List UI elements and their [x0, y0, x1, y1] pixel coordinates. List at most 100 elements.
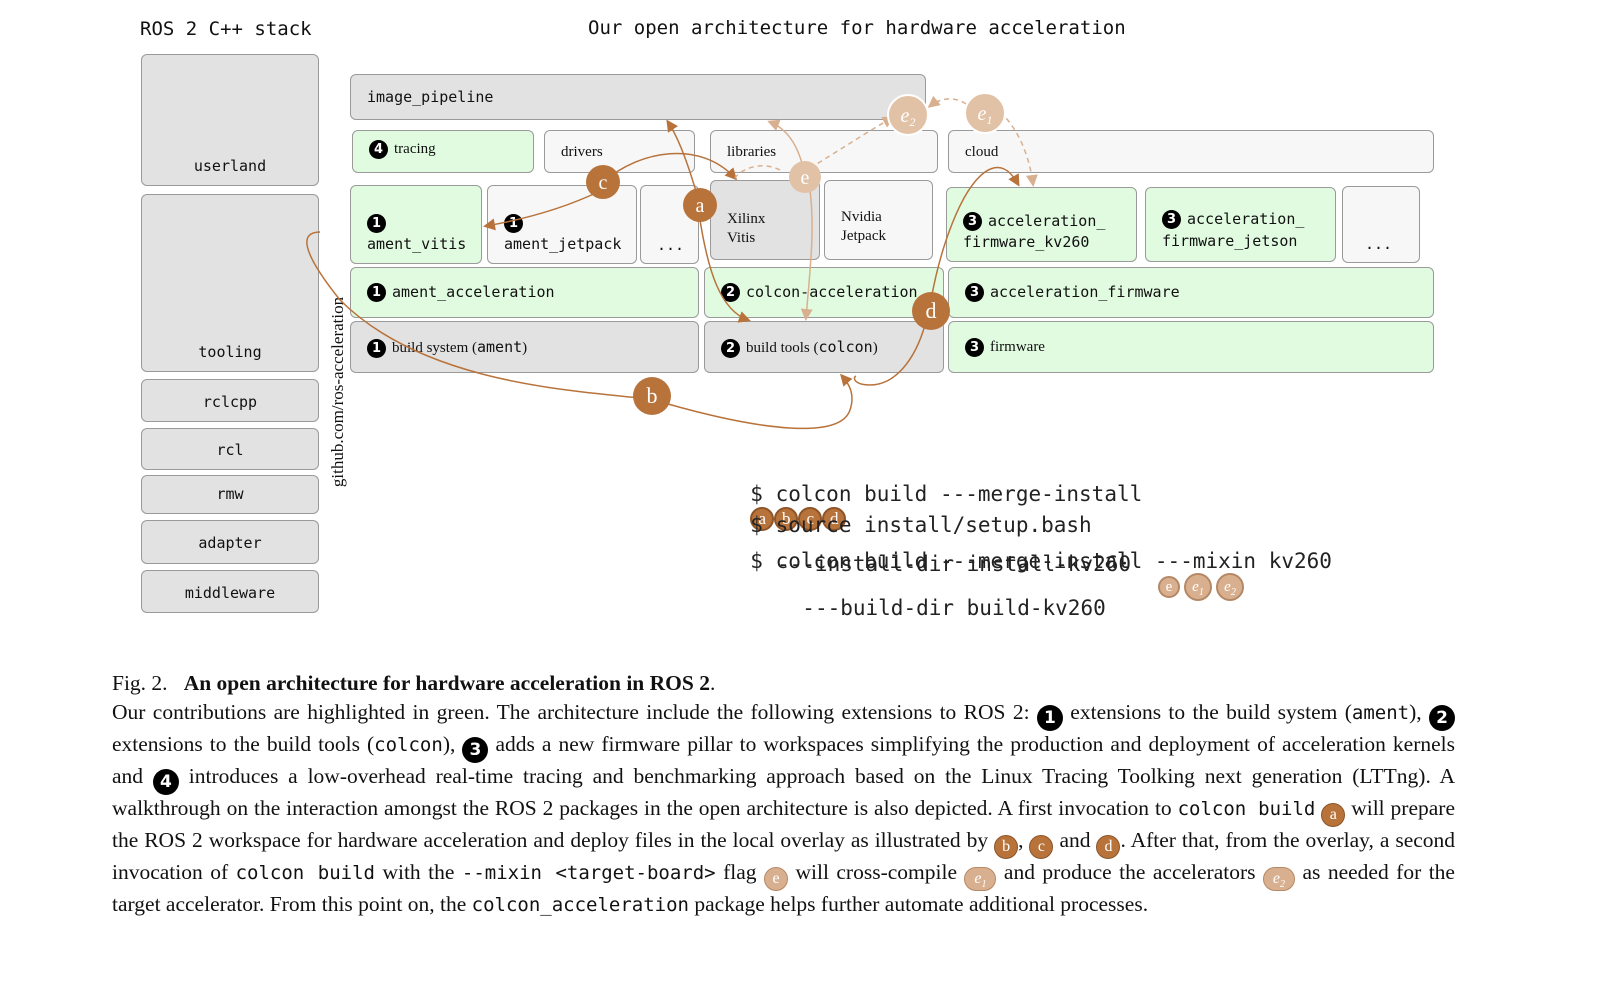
image-pipeline-box: image_pipeline — [350, 74, 926, 120]
number-1-badge-a: 1 — [367, 214, 392, 233]
command-line-3: $ colcon build ---merge-install ---mixin… — [725, 525, 1332, 573]
build-system-text: build system ( — [392, 340, 477, 356]
caption-text: flag — [723, 860, 757, 884]
layer-label: adapter — [198, 534, 262, 552]
layer-label: middleware — [184, 584, 276, 602]
inline-step-c: c — [1029, 835, 1054, 859]
ellipsis-label: ... — [657, 236, 685, 254]
arch-title: Our open architecture for hardware accel… — [588, 17, 1126, 39]
tracing-label: 4 tracing — [369, 140, 436, 159]
command-text: colcon build ---merge-install — [775, 482, 1143, 506]
chip-c: c — [798, 507, 823, 531]
number-1-badge: 1 — [367, 214, 386, 233]
image-pipeline-label: image_pipeline — [367, 88, 494, 106]
fw-kv260-line2: firmware_kv260 — [963, 233, 1090, 251]
fw-jetson-line2: firmware_jetson — [1162, 232, 1298, 250]
fw-kv260-text1: acceleration_ — [988, 212, 1106, 230]
ament-vitis-box: 1 ament_vitis — [350, 185, 482, 264]
command-line-2: $ source install/setup.bash — [725, 489, 1091, 537]
fw-kv260-line1: 3 acceleration_ — [963, 212, 1105, 231]
caption-text: with the — [382, 860, 455, 884]
inline-step-a: a — [1321, 803, 1346, 827]
ellipsis-label: ... — [1365, 235, 1393, 253]
ament-acceleration-text: ament_acceleration — [392, 283, 555, 301]
caption-mono: colcon build — [1177, 798, 1316, 820]
cloud-box: cloud — [948, 130, 1434, 173]
command-text: colcon build ---merge-install ---mixin k… — [775, 549, 1332, 573]
layer-middleware: middleware — [141, 570, 319, 613]
tracing-box: 4 tracing — [352, 130, 534, 173]
caption-text: ), — [442, 732, 456, 756]
chip-d: d — [822, 507, 847, 531]
arrow-b-out — [667, 373, 853, 430]
caption-mono: colcon_acceleration — [471, 894, 689, 916]
command-text: ---build-dir build-kv260 — [802, 596, 1106, 620]
jetpack-label: Jetpack — [841, 228, 886, 244]
stack-title: ROS 2 C++ stack — [140, 18, 312, 40]
number-3-badge: 3 — [963, 212, 982, 231]
nvidia-label: Nvidia — [841, 209, 882, 225]
libraries-label: libraries — [727, 144, 777, 160]
chip-b: b — [774, 507, 799, 531]
layer-label: rcl — [216, 441, 244, 459]
fw-kv260-box: 3 acceleration_ firmware_kv260 — [946, 187, 1137, 262]
caption-mono: --mixin <target-board> — [461, 862, 716, 884]
nvidia-jetpack-box: Nvidia Jetpack — [824, 180, 933, 260]
chips-e: e e1 e2 — [1158, 573, 1244, 601]
fw-jetson-text1: acceleration_ — [1187, 210, 1305, 228]
vitis-label: Vitis — [727, 230, 756, 246]
layer-label: rclcpp — [202, 393, 258, 411]
layer-rmw: rmw — [141, 475, 319, 514]
caption-mono: colcon — [374, 734, 443, 756]
step-e1-marker: e1 — [964, 92, 1006, 134]
inline-step-e: e — [764, 867, 788, 891]
command-line-4: ---install-dir install-kv260 — [777, 552, 1132, 576]
fw-jetson-box: 3 acceleration_ firmware_jetson — [1145, 187, 1336, 262]
caption-text: . After that, from the overlay, a second… — [112, 828, 1456, 884]
caption-text: as needed for the target accelerator. Fr… — [112, 860, 1455, 916]
number-4-badge: 4 — [369, 140, 388, 159]
figure-caption-body: Our contributions are highlighted in gre… — [112, 699, 1455, 919]
number-1-badge: 1 — [367, 339, 386, 359]
caption-mono: colcon build — [235, 862, 375, 884]
inline-step-e1: e1 — [964, 867, 997, 891]
inline-number-2: 2 — [1429, 705, 1456, 731]
caption-text: will prepare the ROS 2 workspace for har… — [112, 796, 1455, 852]
tracing-text: tracing — [394, 140, 436, 157]
prompt: $ — [750, 513, 763, 537]
caption-text: ), — [1409, 700, 1422, 724]
drivers-box: drivers — [544, 130, 695, 173]
caption-mono: ament — [1351, 702, 1410, 724]
layer-tooling: tooling — [141, 194, 319, 372]
layer-rcl: rcl — [141, 428, 319, 470]
build-tools-text: build tools ( — [746, 340, 819, 356]
caption-text: Our contributions are highlighted in gre… — [112, 700, 1030, 724]
number-1-badge: 1 — [504, 214, 523, 233]
layer-adapter: adapter — [141, 520, 319, 564]
ament-vitis-label: ament_vitis — [367, 235, 467, 253]
libraries-box: libraries — [710, 130, 938, 173]
caption-text: and produce the accelerators — [1003, 860, 1256, 884]
inline-number-4: 4 — [152, 769, 179, 795]
layer-label: tooling — [198, 343, 262, 361]
layer-rclcpp: rclcpp — [141, 379, 319, 422]
number-3-badge: 3 — [1162, 210, 1181, 229]
xilinx-vitis-box: Xilinx Vitis — [710, 180, 820, 260]
caption-text: introduces a low-overhead real-time trac… — [112, 764, 1456, 820]
figure-title: An open architecture for hardware accele… — [183, 671, 710, 695]
firmware-text: firmware — [990, 338, 1045, 355]
ament-jetpack-box: 1 ament_jetpack — [487, 185, 637, 264]
arrow-e1-e2 — [927, 95, 967, 108]
prompt: $ — [750, 482, 763, 506]
